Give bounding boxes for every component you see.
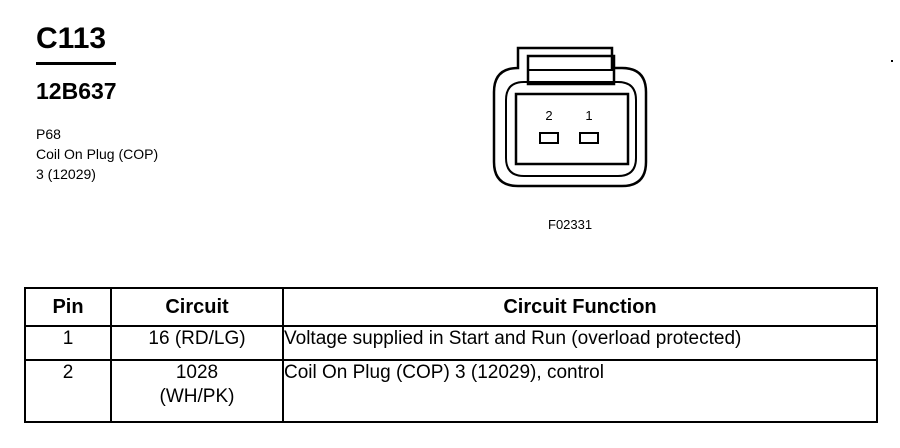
row-function: Coil On Plug (COP) 3 (12029), control	[282, 359, 878, 423]
table-row: 2 1028 (WH/PK) Coil On Plug (COP) 3 (120…	[24, 359, 878, 423]
connector-id-underline	[36, 62, 116, 65]
connector-outer-housing	[492, 46, 648, 188]
stray-mark	[891, 60, 893, 62]
header-pin: Pin	[24, 287, 112, 327]
connector-face-drawing: 2 1	[492, 46, 648, 188]
component-name: Coil On Plug (COP)	[36, 146, 159, 162]
row-circuit-line: 16 (RD/LG)	[148, 328, 246, 349]
component-ref: 3 (12029)	[36, 166, 96, 182]
figure-id: F02331	[548, 217, 593, 232]
pin-terminal-1	[579, 132, 599, 144]
header-circuit-function: Circuit Function	[282, 287, 878, 327]
header-circuit: Circuit	[110, 287, 284, 327]
connector-info: P68 Coil On Plug (COP) 3 (12029)	[36, 124, 158, 184]
row-circuit-line: (WH/PK)	[159, 386, 235, 407]
row-pin: 1	[24, 325, 112, 361]
row-function: Voltage supplied in Start and Run (overl…	[282, 325, 878, 361]
part-number: 12B637	[36, 78, 117, 104]
table-row: 1 16 (RD/LG) Voltage supplied in Start a…	[24, 325, 878, 361]
pin-terminal-2	[539, 132, 559, 144]
pin-label-1: 1	[585, 108, 592, 123]
connector-id: C113	[36, 22, 107, 55]
connector-cavity	[514, 92, 630, 166]
row-circuit: 16 (RD/LG)	[110, 325, 284, 361]
pin-label-2: 2	[545, 108, 552, 123]
pinout-table: Pin Circuit Circuit Function 1 16 (RD/LG…	[24, 287, 878, 423]
row-circuit: 1028 (WH/PK)	[110, 359, 284, 423]
page-ref: P68	[36, 126, 61, 142]
row-circuit-line: 1028	[175, 362, 219, 383]
connector-inner-shroud	[505, 81, 637, 177]
table-header-row: Pin Circuit Circuit Function	[24, 287, 878, 327]
row-pin: 2	[24, 359, 112, 423]
